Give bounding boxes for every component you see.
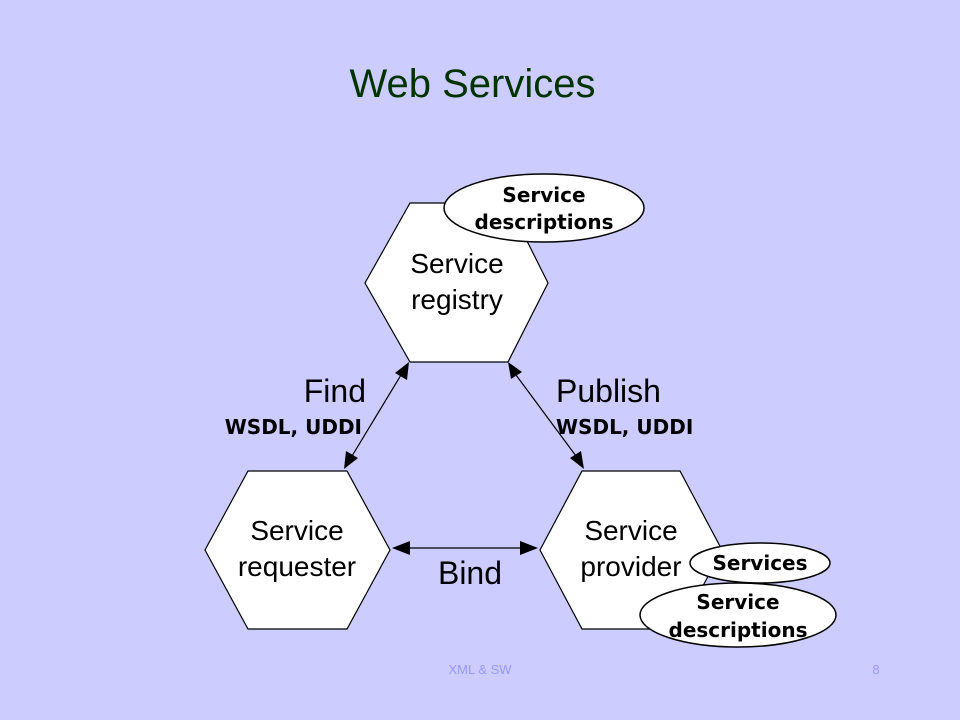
find-label: Find	[304, 373, 366, 409]
publish-arrow-bottom	[570, 451, 584, 469]
footer-left-text: XML & SW	[448, 662, 512, 677]
publish-arrow-top	[508, 362, 522, 379]
find-arrow-bottom	[344, 451, 358, 469]
provider-services-label: Services	[712, 551, 807, 575]
provider-label-line1: Service	[584, 515, 677, 546]
find-edge	[351, 374, 402, 457]
publish-edge	[515, 374, 577, 457]
requester-label-line2: requester	[238, 551, 356, 582]
registry-label-line2: registry	[411, 284, 503, 315]
requester-label-line1: Service	[250, 515, 343, 546]
requester-node	[204, 470, 391, 630]
registry-descriptions-oval	[443, 173, 645, 243]
registry-descriptions-line1: Service	[502, 183, 585, 207]
registry-descriptions-line2: descriptions	[475, 210, 614, 234]
provider-descriptions-line1: Service	[696, 590, 779, 614]
bind-arrow-right	[520, 541, 538, 555]
registry-label-line1: Service	[410, 248, 503, 279]
provider-descriptions-line2: descriptions	[669, 618, 808, 642]
find-sub-label: WSDL, UDDI	[225, 415, 362, 439]
publish-sub-label: WSDL, UDDI	[556, 415, 693, 439]
bind-label: Bind	[438, 555, 502, 591]
slide-title: Web Services	[349, 62, 596, 106]
bind-arrow-left	[392, 541, 410, 555]
find-arrow-top	[395, 362, 409, 380]
provider-label-line2: provider	[580, 551, 681, 582]
slide-number: 8	[872, 662, 880, 677]
provider-descriptions-oval	[639, 582, 837, 648]
publish-label: Publish	[556, 373, 661, 409]
